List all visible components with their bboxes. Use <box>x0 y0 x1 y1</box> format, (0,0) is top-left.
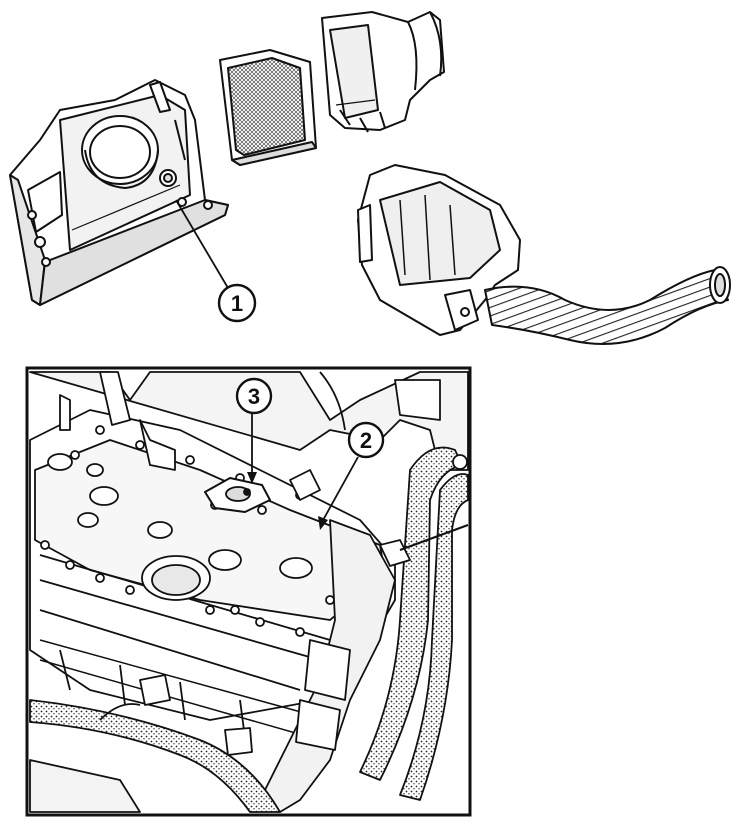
callout-3: 3 <box>235 377 273 484</box>
callout-3-label: 3 <box>248 384 260 409</box>
engine-drawing <box>29 371 469 813</box>
callout-1: 1 <box>175 199 257 323</box>
filter-housing-lower <box>9 79 229 306</box>
callout-1-label: 1 <box>231 291 243 316</box>
filter-housing-cover <box>321 11 445 133</box>
callout-2: 2 <box>318 421 385 530</box>
callout-2-label: 2 <box>360 428 372 453</box>
filter-element <box>219 49 317 166</box>
air-filter-assembly <box>9 11 731 345</box>
intake-hose <box>484 266 731 345</box>
engine-inset: 3 2 <box>25 366 472 817</box>
